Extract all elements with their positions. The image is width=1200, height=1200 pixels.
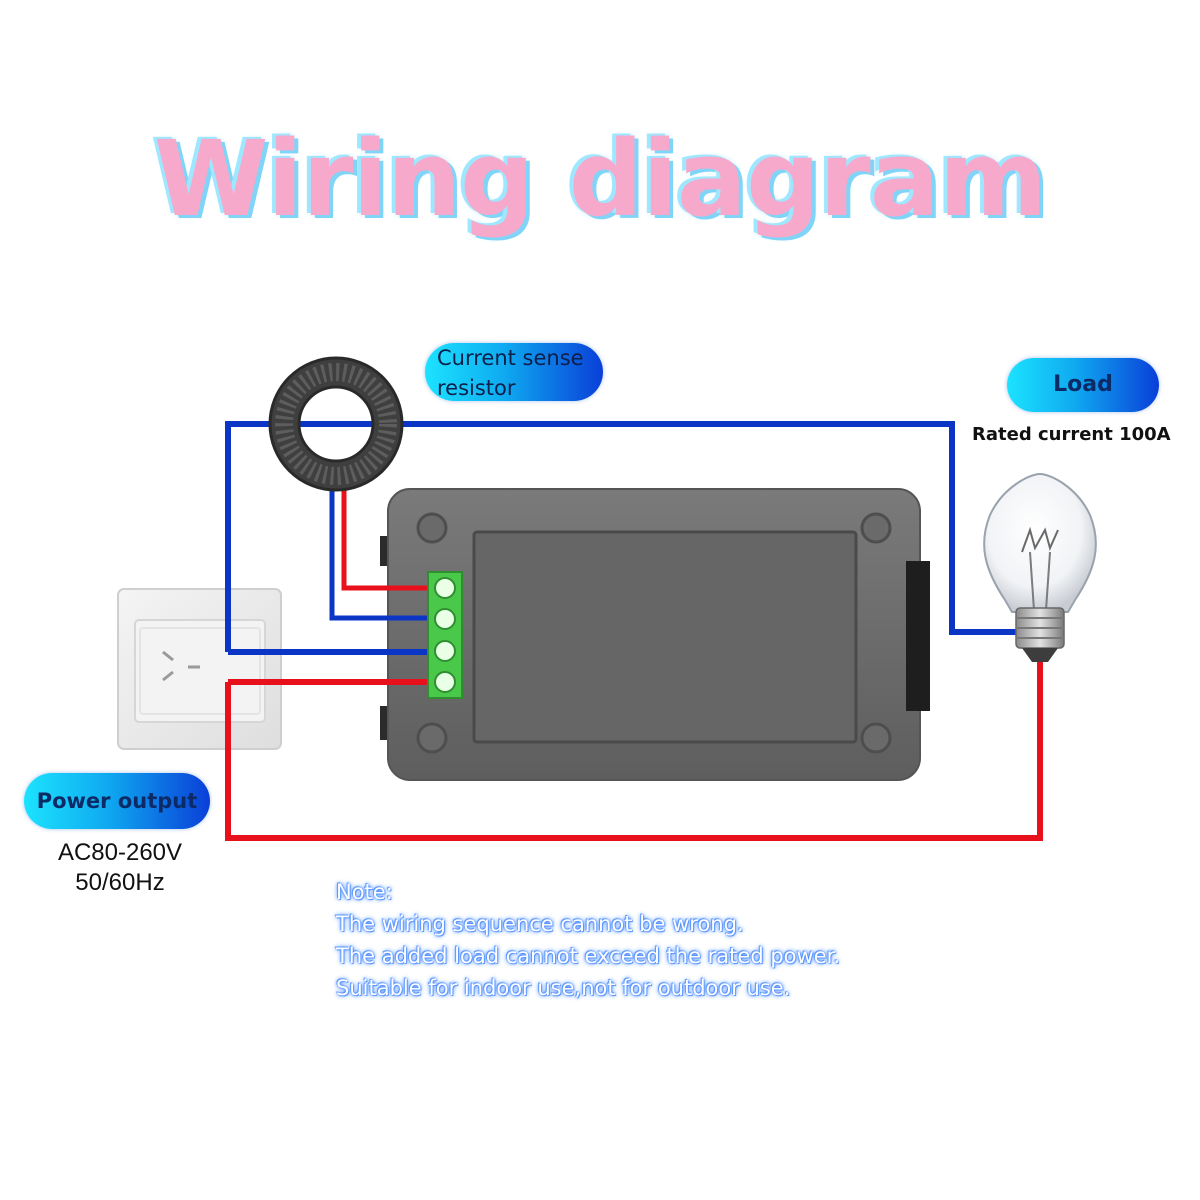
note-heading: Note:	[336, 880, 393, 904]
page-title: Wiring diagram	[153, 118, 1048, 240]
rated-current-label: Rated current 100A	[972, 424, 1171, 445]
ct-wire-red	[341, 480, 438, 591]
meter-module-icon	[380, 488, 930, 781]
note-line: The added load cannot exceed the rated p…	[336, 944, 840, 968]
neutral-wire-load	[225, 421, 1018, 652]
supply-frequency: 50/60Hz	[75, 869, 165, 896]
live-wire-load	[225, 660, 1043, 841]
current-sense-label: Current sense resistor	[425, 343, 603, 401]
power-output-label: Power output	[24, 773, 210, 829]
supply-spec: AC80-260V 50/60Hz	[30, 838, 210, 898]
current-transformer-icon	[268, 356, 404, 492]
terminal-block-icon	[427, 571, 463, 699]
wires	[225, 421, 1043, 841]
ct-wire-blue	[329, 480, 438, 621]
load-label: Load	[1007, 358, 1159, 412]
light-bulb-icon	[983, 472, 1097, 662]
supply-voltage: AC80-260V	[57, 839, 183, 866]
notes-block: Note: The wiring sequence cannot be wron…	[336, 876, 976, 1004]
note-line: Suitable for indoor use,not for outdoor …	[336, 976, 791, 1000]
note-line: The wiring sequence cannot be wrong.	[336, 912, 744, 936]
wall-socket-icon	[117, 588, 282, 750]
